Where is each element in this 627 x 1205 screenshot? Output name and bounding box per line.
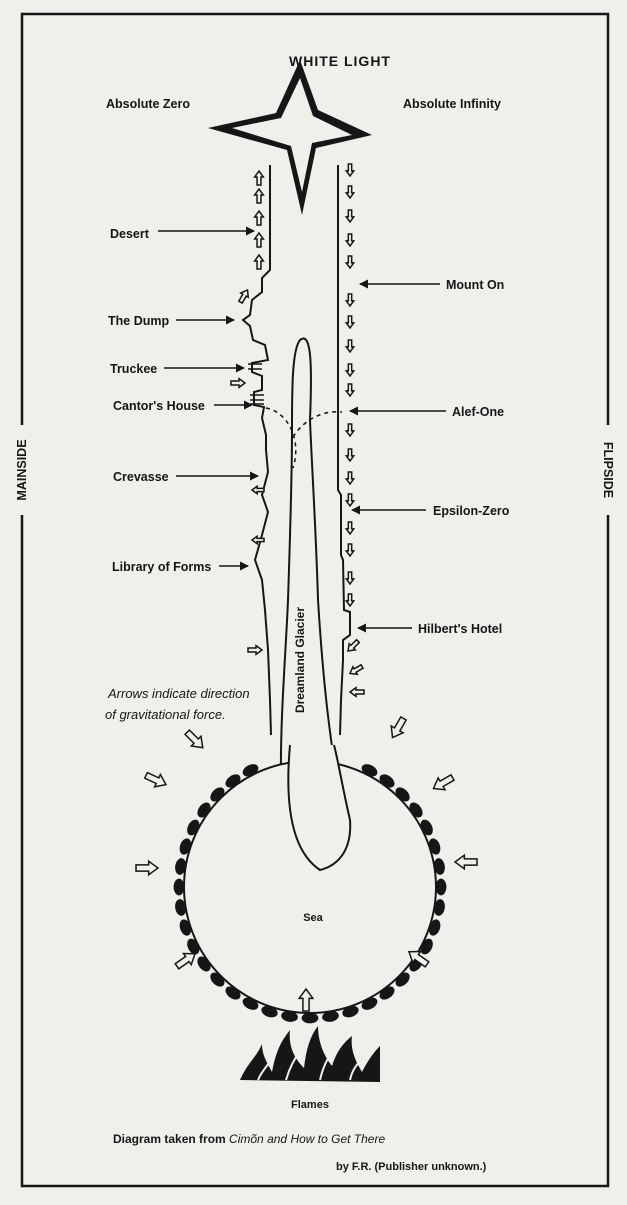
- glacier-label: Dreamland Glacier: [293, 607, 307, 713]
- caption-prefix: Diagram taken from: [113, 1132, 229, 1146]
- page-title: WHITE LIGHT: [289, 53, 391, 69]
- arrows-note-line-1: Arrows indicate direction: [107, 686, 250, 701]
- gravity-arrow-icon: [432, 773, 456, 791]
- gravity-arrow-icon: [344, 233, 356, 248]
- sea: [172, 744, 448, 1025]
- hilberts-hotel-label: Hilbert's Hotel: [418, 622, 502, 636]
- gravity-arrow-icon: [344, 471, 356, 486]
- gravity-arrow-icon: [344, 423, 356, 438]
- glacier-tongue: [287, 744, 352, 872]
- gravity-arrow-icon: [344, 493, 356, 508]
- white-light-star: [208, 60, 372, 215]
- mount-on-label: Mount On: [446, 278, 504, 292]
- gravity-arrow-icon: [253, 209, 265, 226]
- gravity-arrow-icon: [250, 534, 265, 546]
- caption-line-1: Diagram taken from Cimõn and How to Get …: [113, 1132, 385, 1146]
- gravity-arrow-icon: [143, 771, 168, 788]
- mainside-label: MAINSIDE: [15, 439, 29, 500]
- gravity-arrow-icon: [297, 987, 315, 1012]
- flipside-labels: Mount On Alef-One Epsilon-Zero Hilbert's…: [349, 278, 510, 636]
- flames-label: Flames: [291, 1099, 329, 1111]
- gravity-arrow-icon: [253, 231, 265, 248]
- gravity-arrow-icon: [344, 593, 356, 608]
- gravity-arrow-icon: [344, 448, 356, 463]
- gravity-arrow-icon: [344, 315, 356, 330]
- truckee-label: Truckee: [110, 362, 157, 376]
- gravity-arrow-icon: [344, 163, 356, 178]
- caption-mid: and: [264, 1132, 291, 1146]
- gravity-arrow-icon: [348, 663, 365, 676]
- gravity-arrow-icon: [237, 288, 250, 305]
- page-frame: [20, 12, 610, 1188]
- cantor-dashed-line: [265, 407, 297, 469]
- absolute-zero-label: Absolute Zero: [106, 97, 190, 111]
- gravity-arrow-icon: [344, 209, 356, 224]
- gravity-arrow-icon: [174, 952, 197, 970]
- gravity-arrow-icon: [344, 339, 356, 354]
- arrows-note-line-2: of gravitational force.: [105, 707, 226, 722]
- gravity-arrows: [135, 163, 478, 1012]
- mainside-label-gap: [14, 425, 30, 515]
- gravity-arrow-icon: [344, 255, 356, 270]
- flipside-label: FLIPSIDE: [601, 442, 615, 498]
- gravity-arrow-icon: [250, 484, 265, 496]
- alef-one-label: Alef-One: [452, 405, 504, 419]
- gravity-arrow-icon: [344, 571, 356, 586]
- sea-label: Sea: [303, 912, 323, 924]
- gravity-arrow-icon: [348, 686, 365, 698]
- gravity-arrow-icon: [253, 187, 265, 204]
- library-of-forms-label: Library of Forms: [112, 560, 211, 574]
- truckee-steps: [248, 363, 264, 405]
- gravity-arrow-icon: [344, 293, 356, 308]
- absolute-infinity-label: Absolute Infinity: [403, 97, 501, 111]
- gravity-arrow-icon: [183, 728, 204, 749]
- gravity-arrow-icon: [253, 169, 265, 186]
- gravity-arrow-icon: [347, 638, 361, 652]
- desert-label: Desert: [110, 227, 150, 241]
- gravity-arrow-icon: [344, 521, 356, 536]
- mainside-labels: Desert The Dump Truckee Cantor's House C…: [108, 226, 259, 574]
- gravity-arrow-icon: [407, 950, 430, 968]
- caption-line-2: by F.R. (Publisher unknown.): [336, 1161, 487, 1173]
- gravity-arrow-icon: [344, 383, 356, 398]
- caption-title-2: How to Get There: [290, 1132, 385, 1146]
- flipside-label-gap: [600, 425, 616, 515]
- gravity-arrow-icon: [344, 363, 356, 378]
- crevasse-label: Crevasse: [113, 470, 169, 484]
- mainside-ridge: [241, 165, 272, 736]
- flipside-edge: [337, 165, 351, 736]
- gravity-arrow-icon: [135, 859, 160, 877]
- gravity-arrow-icon: [453, 853, 478, 871]
- cantors-house-label: Cantor's House: [113, 399, 205, 413]
- gravity-arrow-icon: [344, 543, 356, 558]
- the-dump-label: The Dump: [108, 314, 169, 328]
- epsilon-zero-label: Epsilon-Zero: [433, 504, 510, 518]
- gravity-arrow-icon: [390, 715, 408, 739]
- caption-title-1: Cimõn: [229, 1132, 264, 1146]
- flames-fire: [240, 1026, 380, 1082]
- gravity-arrow-icon: [253, 253, 265, 270]
- gravity-arrow-icon: [344, 185, 356, 200]
- gravity-arrow-icon: [247, 644, 264, 656]
- gravity-arrow-icon: [230, 377, 247, 389]
